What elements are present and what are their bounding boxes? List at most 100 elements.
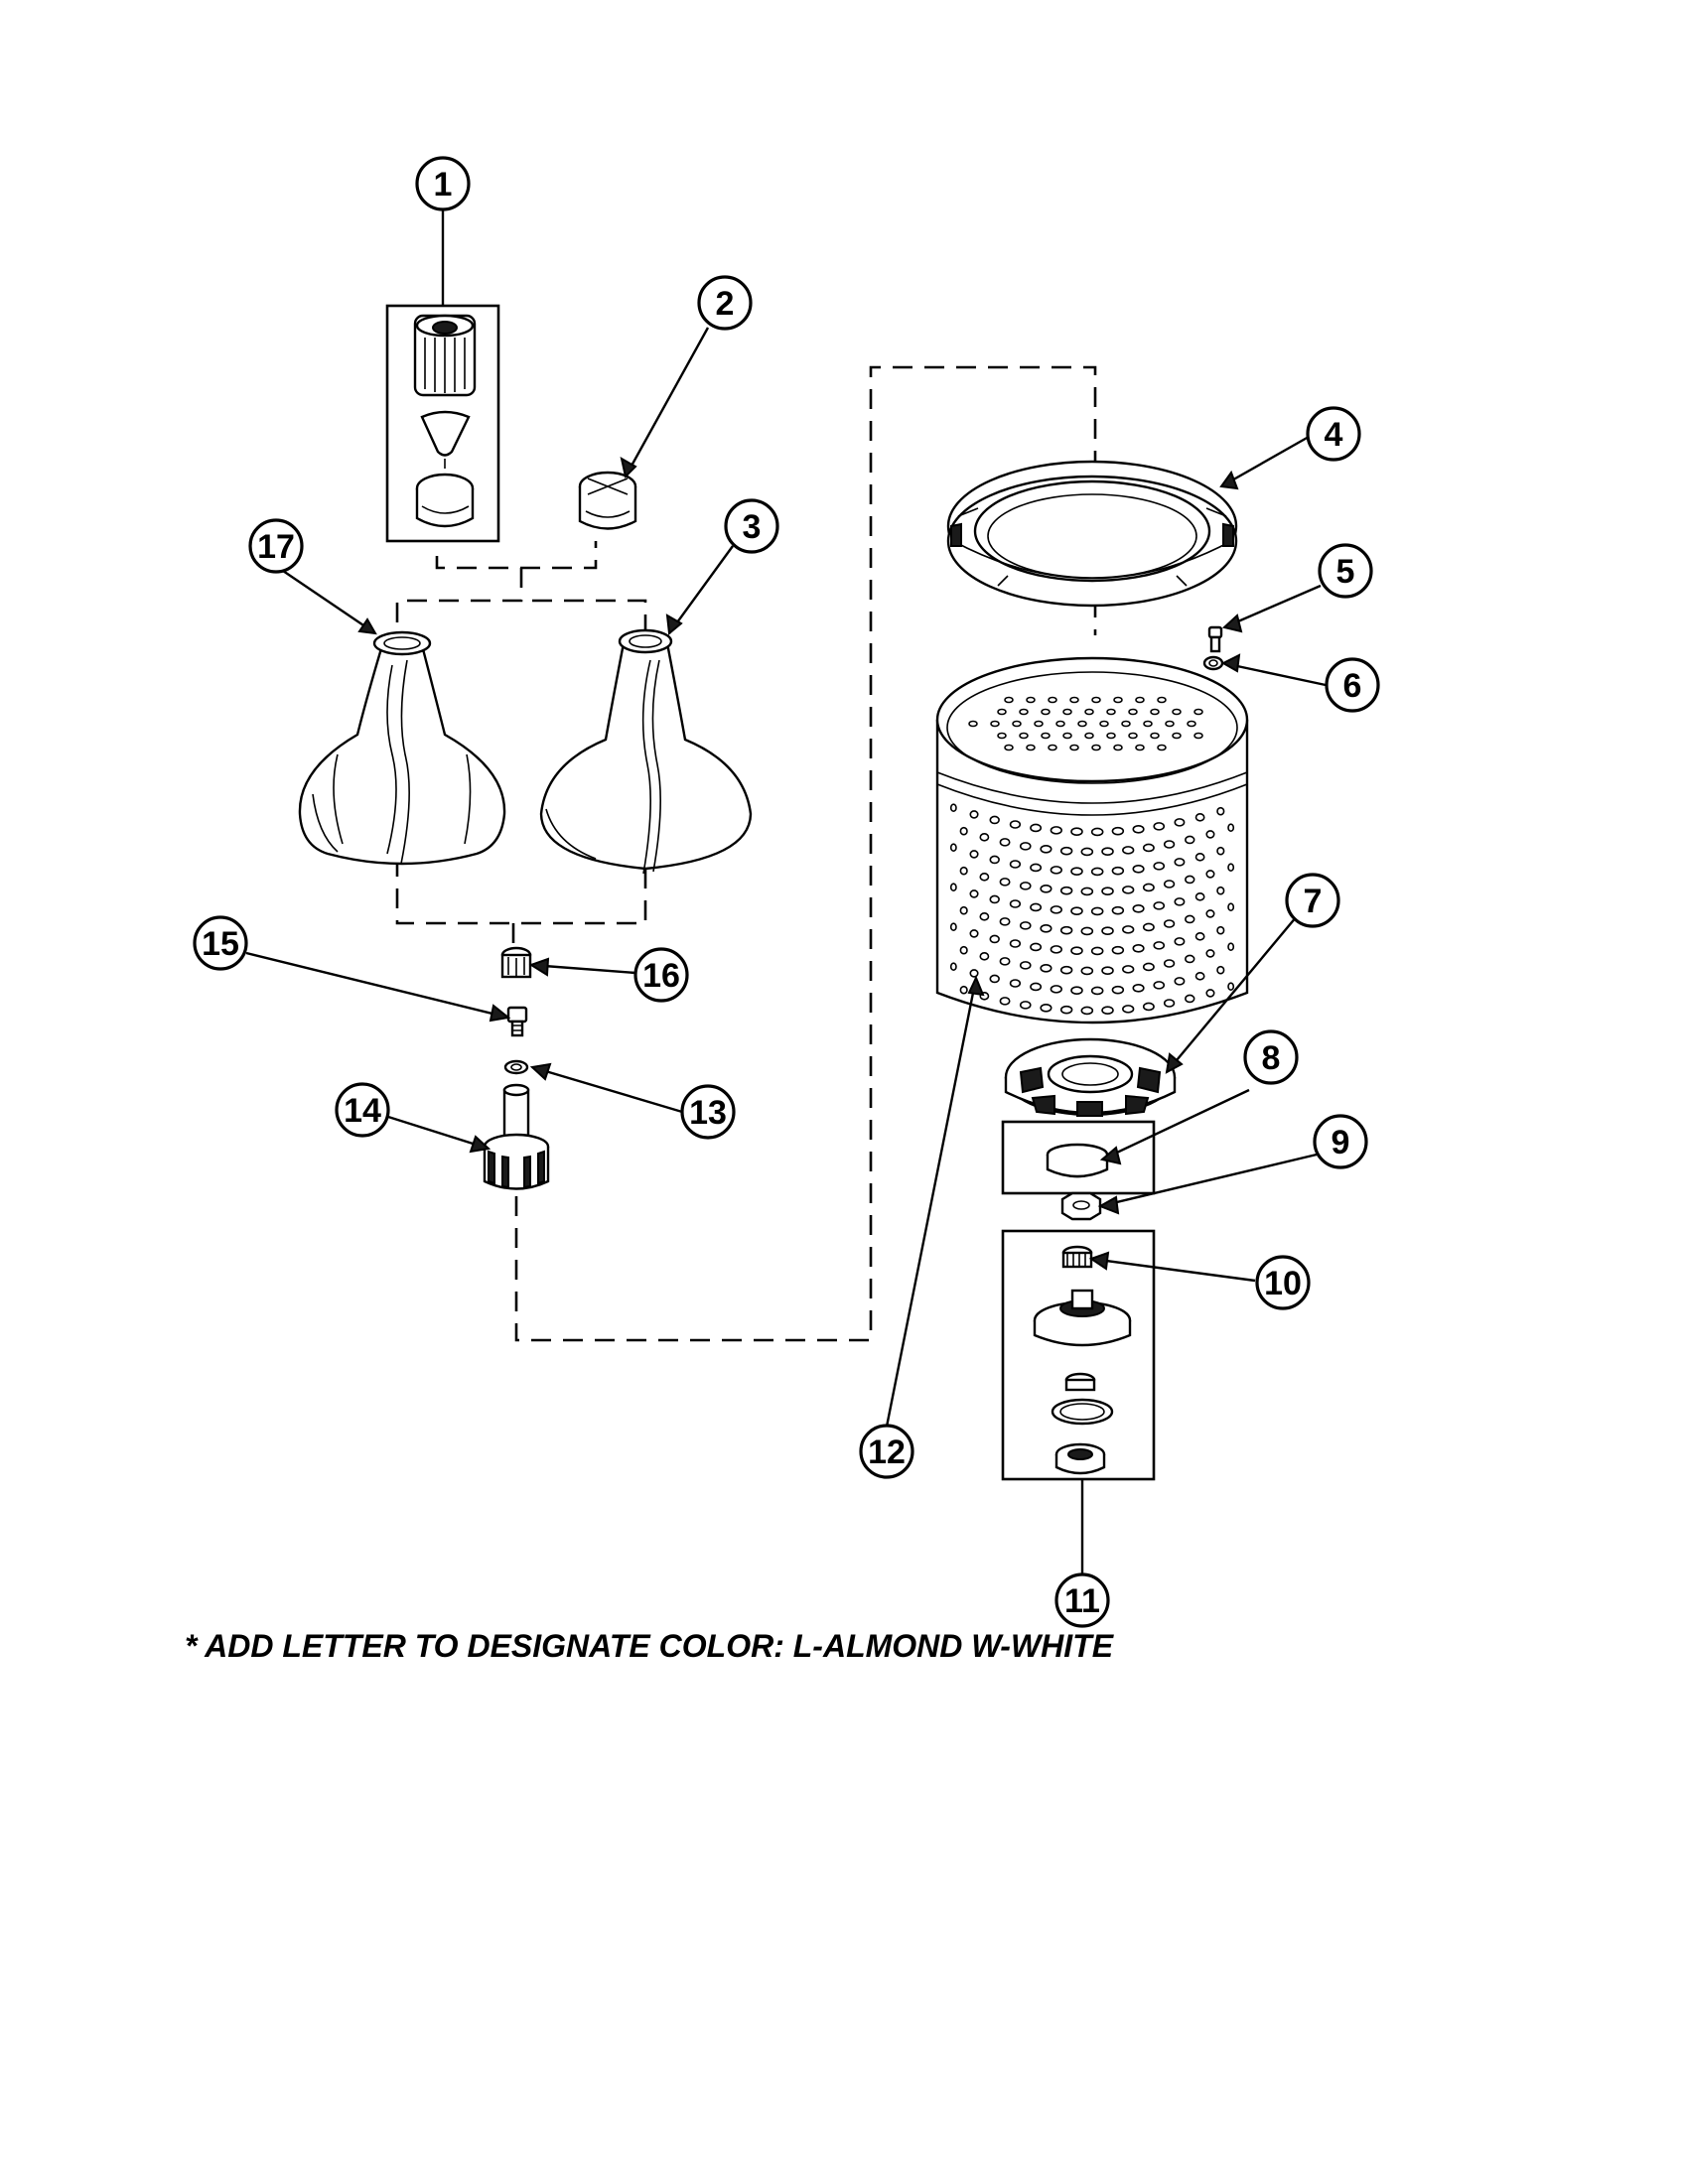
perforation — [1080, 966, 1094, 976]
perforation — [1205, 949, 1215, 958]
perforation — [999, 997, 1011, 1006]
part-4-tub-ring — [946, 460, 1238, 608]
perforation — [1193, 708, 1203, 716]
perforation — [1041, 732, 1051, 740]
perforation — [1019, 732, 1029, 740]
perforation — [1019, 882, 1032, 890]
perforation — [1193, 732, 1203, 740]
perforation — [997, 732, 1007, 740]
perforation — [959, 985, 968, 995]
perforation — [1157, 744, 1167, 751]
perforation — [999, 838, 1011, 847]
callout-9-label: 9 — [1332, 1124, 1350, 1161]
perforation — [959, 866, 968, 876]
perforation — [1059, 925, 1073, 935]
perforation — [1172, 708, 1182, 716]
perforation — [1216, 806, 1225, 816]
part-7-hub — [1004, 1037, 1177, 1117]
perforation — [969, 810, 979, 819]
part-13-washer — [503, 1059, 529, 1075]
perforation — [1101, 926, 1114, 936]
perforation — [1050, 826, 1062, 835]
perforation — [1142, 843, 1155, 853]
perforation — [1090, 946, 1104, 956]
leader-lines — [245, 208, 1327, 1575]
callout-14: 14 — [335, 1082, 390, 1138]
perforation — [1050, 945, 1062, 954]
callout-17: 17 — [248, 518, 304, 574]
perforation — [997, 708, 1007, 716]
perforation — [1113, 696, 1123, 704]
perforation — [1041, 708, 1051, 716]
perforation — [1132, 984, 1145, 993]
perforation — [1026, 744, 1036, 751]
perforation — [1174, 897, 1186, 906]
perforation — [979, 833, 990, 842]
perforation — [1050, 985, 1062, 994]
perforation — [1070, 946, 1083, 956]
callout-8-label: 8 — [1262, 1039, 1281, 1077]
perforation — [1070, 986, 1083, 996]
perforation — [1142, 1002, 1155, 1012]
perforation — [989, 934, 1000, 944]
callout-17-label: 17 — [257, 528, 295, 566]
perforation — [979, 873, 990, 882]
perforation — [1062, 732, 1072, 740]
perforation — [1174, 858, 1186, 867]
perforation — [1090, 906, 1104, 916]
perforation — [1059, 965, 1073, 975]
perforation — [1101, 887, 1114, 896]
perforation — [1030, 863, 1043, 873]
callout-11-label: 11 — [1064, 1582, 1100, 1620]
perforation — [1080, 887, 1094, 896]
perforation — [1216, 846, 1225, 856]
callout-16: 16 — [633, 947, 689, 1003]
perforation — [1128, 708, 1138, 716]
perforation — [1113, 744, 1123, 751]
perforation — [1080, 1006, 1094, 1016]
perforation — [969, 969, 979, 978]
perforation — [989, 815, 1000, 825]
part-14-drive — [483, 1083, 550, 1190]
perforation — [1132, 904, 1145, 913]
perforation — [1030, 942, 1043, 952]
perforation — [959, 905, 968, 915]
perforation — [949, 962, 957, 972]
perforation — [1059, 1005, 1073, 1015]
perforation — [1004, 744, 1014, 751]
perforation — [1194, 972, 1205, 981]
perforation — [1122, 886, 1135, 894]
perforation — [1174, 937, 1186, 946]
perforation — [1070, 867, 1083, 877]
callout-3-label: 3 — [743, 508, 762, 546]
perforation — [1194, 932, 1205, 941]
callout-12: 12 — [859, 1424, 914, 1479]
perforation — [1227, 982, 1235, 992]
perforation — [959, 826, 968, 836]
perforation — [999, 878, 1011, 887]
perforation — [1030, 902, 1043, 912]
perforation — [989, 974, 1000, 984]
perforation — [949, 843, 957, 853]
perforation — [1135, 744, 1145, 751]
callout-2: 2 — [697, 275, 753, 331]
callout-3: 3 — [724, 498, 779, 554]
perforation — [1227, 823, 1235, 833]
part-8-seal — [1001, 1120, 1156, 1195]
perforation — [1090, 867, 1104, 877]
callout-12-label: 12 — [868, 1433, 906, 1471]
perforation — [1142, 883, 1155, 892]
callout-7-label: 7 — [1304, 883, 1323, 920]
perforation — [949, 803, 957, 813]
perforation — [969, 850, 979, 859]
perforation — [1185, 954, 1195, 964]
perforation — [999, 957, 1011, 966]
perforation — [1172, 732, 1182, 740]
perforation — [1122, 965, 1135, 974]
perforation — [1163, 999, 1176, 1008]
perforation — [1019, 921, 1032, 930]
perforation — [1019, 708, 1029, 716]
perforation — [1048, 744, 1057, 751]
perforation — [1132, 865, 1145, 874]
leader-arrowheads — [357, 457, 1243, 1271]
